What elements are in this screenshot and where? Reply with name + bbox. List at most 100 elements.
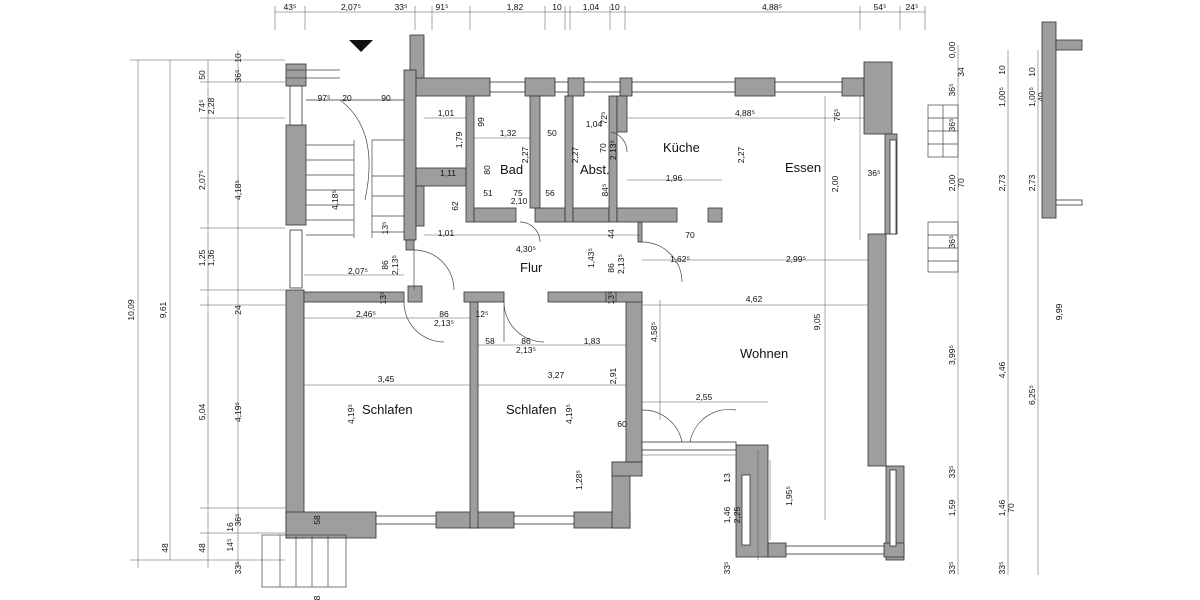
top-dim-6: 10: [552, 2, 562, 12]
top-dim-11: 24⁵: [906, 2, 919, 12]
dim-419a: 4,19⁵: [346, 404, 356, 424]
right-dim-l: 1,00⁵: [997, 87, 1007, 107]
dim-143: 1,43⁵: [586, 248, 596, 268]
room-abst: Abst.: [580, 162, 610, 177]
section-wall: [1041, 21, 1057, 219]
walls: [285, 34, 905, 561]
top-dim-8: 10: [610, 2, 620, 12]
stair-symbol-lower: [927, 221, 959, 273]
dim-60: 60: [617, 419, 627, 429]
dim-213a: 2,13⁵: [608, 140, 618, 160]
right-dim-h: 33⁵: [947, 466, 957, 479]
left-dim-l: 36⁵: [233, 70, 243, 83]
left-dim-m: 4,18⁵: [233, 180, 243, 200]
dim-4305: 4,30⁵: [516, 244, 536, 254]
left-dim-f: 1,36: [206, 249, 216, 266]
top-dim-7: 1,04: [583, 2, 600, 12]
top-dim-1: 43⁵: [284, 2, 297, 12]
top-dim-9: 4,88⁵: [762, 2, 782, 12]
dim-104: 1,04: [586, 119, 603, 129]
right-dimension-chains: 0,00 36⁵ 36⁵ 2,00 70 36⁵ 3,99⁵ 33⁵ 1,59 …: [927, 21, 1083, 575]
dim-111: 1,11: [440, 168, 456, 178]
room-schlafen-2: Schlafen: [506, 402, 557, 417]
dim-2465: 2,46⁵: [356, 309, 376, 319]
left-dim-o: 36⁵: [233, 514, 243, 527]
right-dim-n: 4,46: [997, 361, 1007, 378]
dim-200: 2,00: [830, 175, 840, 192]
dim-299: 2,99⁵: [786, 254, 806, 264]
dim-20: 20: [342, 93, 352, 103]
dim-13a: 13⁵: [380, 222, 390, 235]
right-dim-d: 2,00: [947, 174, 957, 191]
dim-13d: 13: [722, 473, 732, 483]
dim-56: 56: [545, 188, 555, 198]
dim-99: 99: [476, 117, 486, 127]
right-dim-v: 2,73: [1027, 174, 1037, 191]
left-dim-j: 48: [160, 543, 170, 553]
dim-196: 1,96: [666, 173, 683, 183]
dim-213e: 2,13⁵: [516, 345, 536, 355]
dim-62: 62: [450, 201, 460, 211]
left-dim-n: 4,19⁵: [233, 402, 243, 422]
dim-213b: 2,13⁵: [390, 255, 400, 275]
right-dim-b: 36⁵: [947, 84, 957, 97]
left-dim-c: 2,28: [206, 97, 216, 114]
dim-419b: 4,19⁵: [564, 404, 574, 424]
right-dim-i: 1,59: [947, 499, 957, 516]
dim-213c: 2,13⁵: [616, 254, 626, 274]
right-dim-a: 0,00: [947, 41, 957, 58]
dim-bottom-335: 33⁵: [722, 562, 732, 575]
room-wohnen: Wohnen: [740, 346, 788, 361]
left-dim-e: 1,25: [197, 249, 207, 266]
dim-227a: 2,27: [520, 146, 530, 163]
right-dim-c: 36⁵: [947, 119, 957, 132]
left-dim-h: 5,04: [197, 403, 207, 420]
dim-58b: 58: [312, 515, 322, 525]
top-dim-5: 1,82: [507, 2, 524, 12]
right-dim-j: 33⁵: [947, 562, 957, 575]
dim-86b: 86: [606, 263, 616, 273]
room-bad: Bad: [500, 162, 523, 177]
dim-418: 4,18⁵: [330, 190, 340, 210]
dim-51: 51: [483, 188, 493, 198]
right-dim-m: 2,73: [997, 174, 1007, 191]
windows: [286, 40, 897, 555]
dim-86c: 86: [439, 309, 449, 319]
top-dim-4: 91⁵: [436, 2, 449, 12]
dim-84: 84⁵: [600, 184, 610, 197]
room-essen: Essen: [785, 160, 821, 175]
dim-905: 9,05: [812, 313, 822, 330]
dim-72: 72⁵: [599, 112, 609, 125]
top-dim-3: 33⁵: [395, 2, 408, 12]
dim-86a: 86: [380, 260, 390, 270]
dim-80: 80: [482, 165, 492, 175]
right-dim-s: 10: [1027, 67, 1037, 77]
left-dim-total: 10,09: [126, 299, 136, 321]
dim-225: 2,25: [732, 506, 742, 523]
right-dim-p: 70: [1006, 503, 1016, 513]
dim-132: 1,32: [500, 128, 517, 138]
top-dimension-chain: 43⁵ 2,07⁵ 33⁵ 91⁵ 1,82 10 1,04 10 4,88⁵ …: [274, 2, 926, 30]
right-dim-w: 6,25⁵: [1027, 385, 1037, 405]
dim-70b: 70: [685, 230, 695, 240]
dim-86d: 86: [521, 336, 531, 346]
left-dim-q: 14⁵: [225, 539, 235, 552]
dim-128: 1,28⁵: [574, 470, 584, 490]
dim-8: 8: [312, 595, 322, 600]
dim-462: 4,62: [746, 294, 763, 304]
dim-2075: 2,07⁵: [348, 266, 368, 276]
dim-75: 75: [513, 188, 523, 198]
right-dim-g: 3,99⁵: [947, 345, 957, 365]
right-dim-o: 1,46: [997, 499, 1007, 516]
dim-213d: 2,13⁵: [434, 318, 454, 328]
interior-dimension-lines: [304, 96, 868, 560]
dim-162: 1,62⁵: [670, 254, 690, 264]
left-dim-r: 33⁵: [233, 562, 243, 575]
dim-70: 70: [598, 143, 608, 153]
interior-dimensions: 97⁵ 20 90 1,01 99 1,79 1,32 50 1,04 72⁵ …: [312, 93, 880, 600]
left-dim-inner: 9,61: [158, 301, 168, 318]
dim-76: 76⁵: [832, 109, 842, 122]
dim-227b: 2,27: [570, 146, 580, 163]
right-dim-x: 9,99: [1054, 303, 1064, 320]
